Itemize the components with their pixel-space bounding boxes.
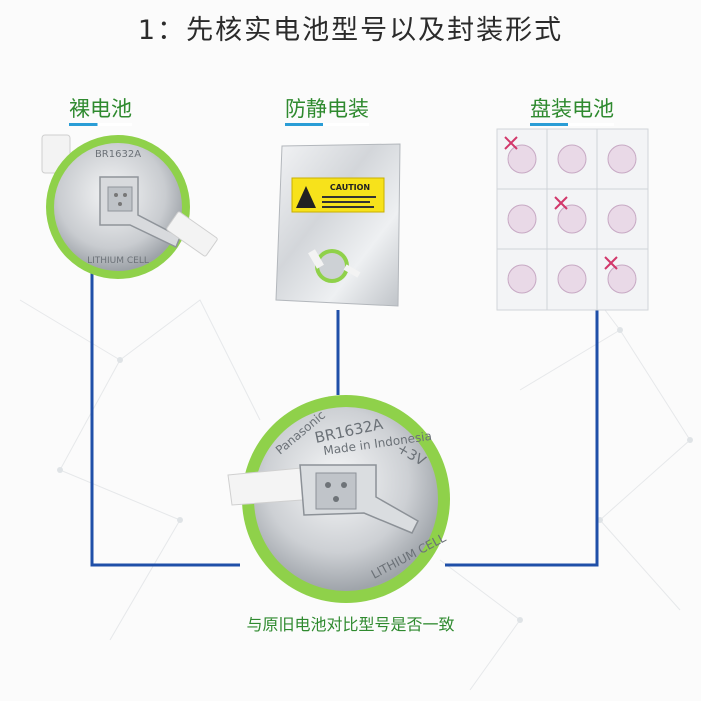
bare-battery-model: BR1632A: [95, 149, 141, 160]
battery-closeup-image: BR1632A +3V Panasonic Made in Indonesia …: [227, 395, 450, 603]
label-underline: [285, 123, 369, 126]
label-underline: [69, 123, 132, 126]
connector-right: [445, 310, 599, 567]
label-antistatic-text: 防静电装: [285, 97, 369, 121]
tray-package-image: [496, 128, 649, 311]
page-title: 1：先核实电池型号以及封装形式: [137, 15, 564, 46]
label-antistatic: 防静电装: [285, 93, 369, 126]
caution-text: CAUTION: [330, 183, 370, 192]
connector-left: [90, 260, 240, 567]
comparison-caption: 与原旧电池对比型号是否一致: [246, 615, 455, 634]
antistatic-bag-image: CAUTION: [275, 143, 401, 307]
label-bare-battery: 裸电池: [69, 93, 132, 126]
label-tray-text: 盘装电池: [530, 97, 614, 121]
label-tray: 盘装电池: [530, 93, 614, 126]
label-bare-battery-text: 裸电池: [69, 97, 132, 121]
label-underline: [530, 123, 614, 126]
bare-battery-image: BR1632A LITHIUM CELL: [41, 134, 218, 279]
bare-battery-type: LITHIUM CELL: [87, 256, 149, 266]
